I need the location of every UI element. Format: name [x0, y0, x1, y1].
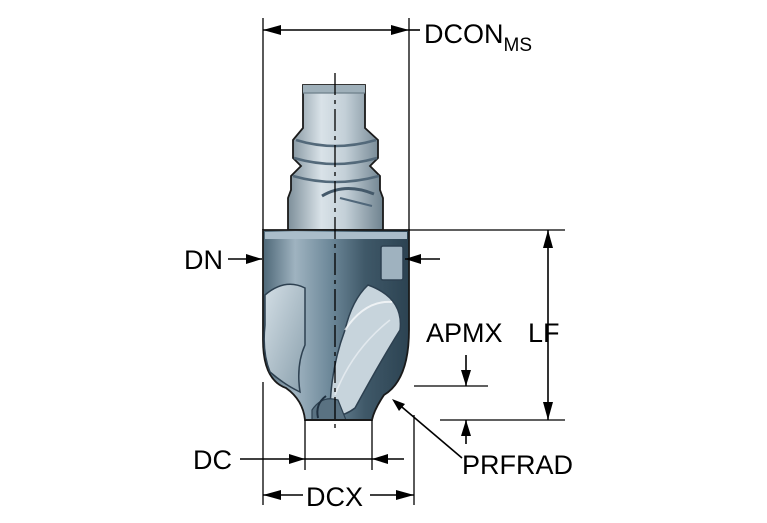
- dimension-labels: DCONMS DN APMX LF DC PRFRAD DCX: [184, 19, 573, 512]
- label-dc: DC: [193, 445, 232, 475]
- label-lf: LF: [528, 318, 560, 348]
- label-dcon: DCONMS: [424, 19, 532, 56]
- label-dcon-subscript: MS: [504, 35, 533, 56]
- label-dcon-main: DCON: [424, 19, 504, 49]
- label-prfrad: PRFRAD: [462, 450, 573, 480]
- cutter-body: [262, 73, 410, 430]
- label-apmx: APMX: [426, 318, 503, 348]
- label-dcx: DCX: [306, 482, 363, 512]
- dimension-lines: [228, 18, 565, 505]
- cutting-head: [262, 229, 410, 421]
- label-dn: DN: [184, 245, 223, 275]
